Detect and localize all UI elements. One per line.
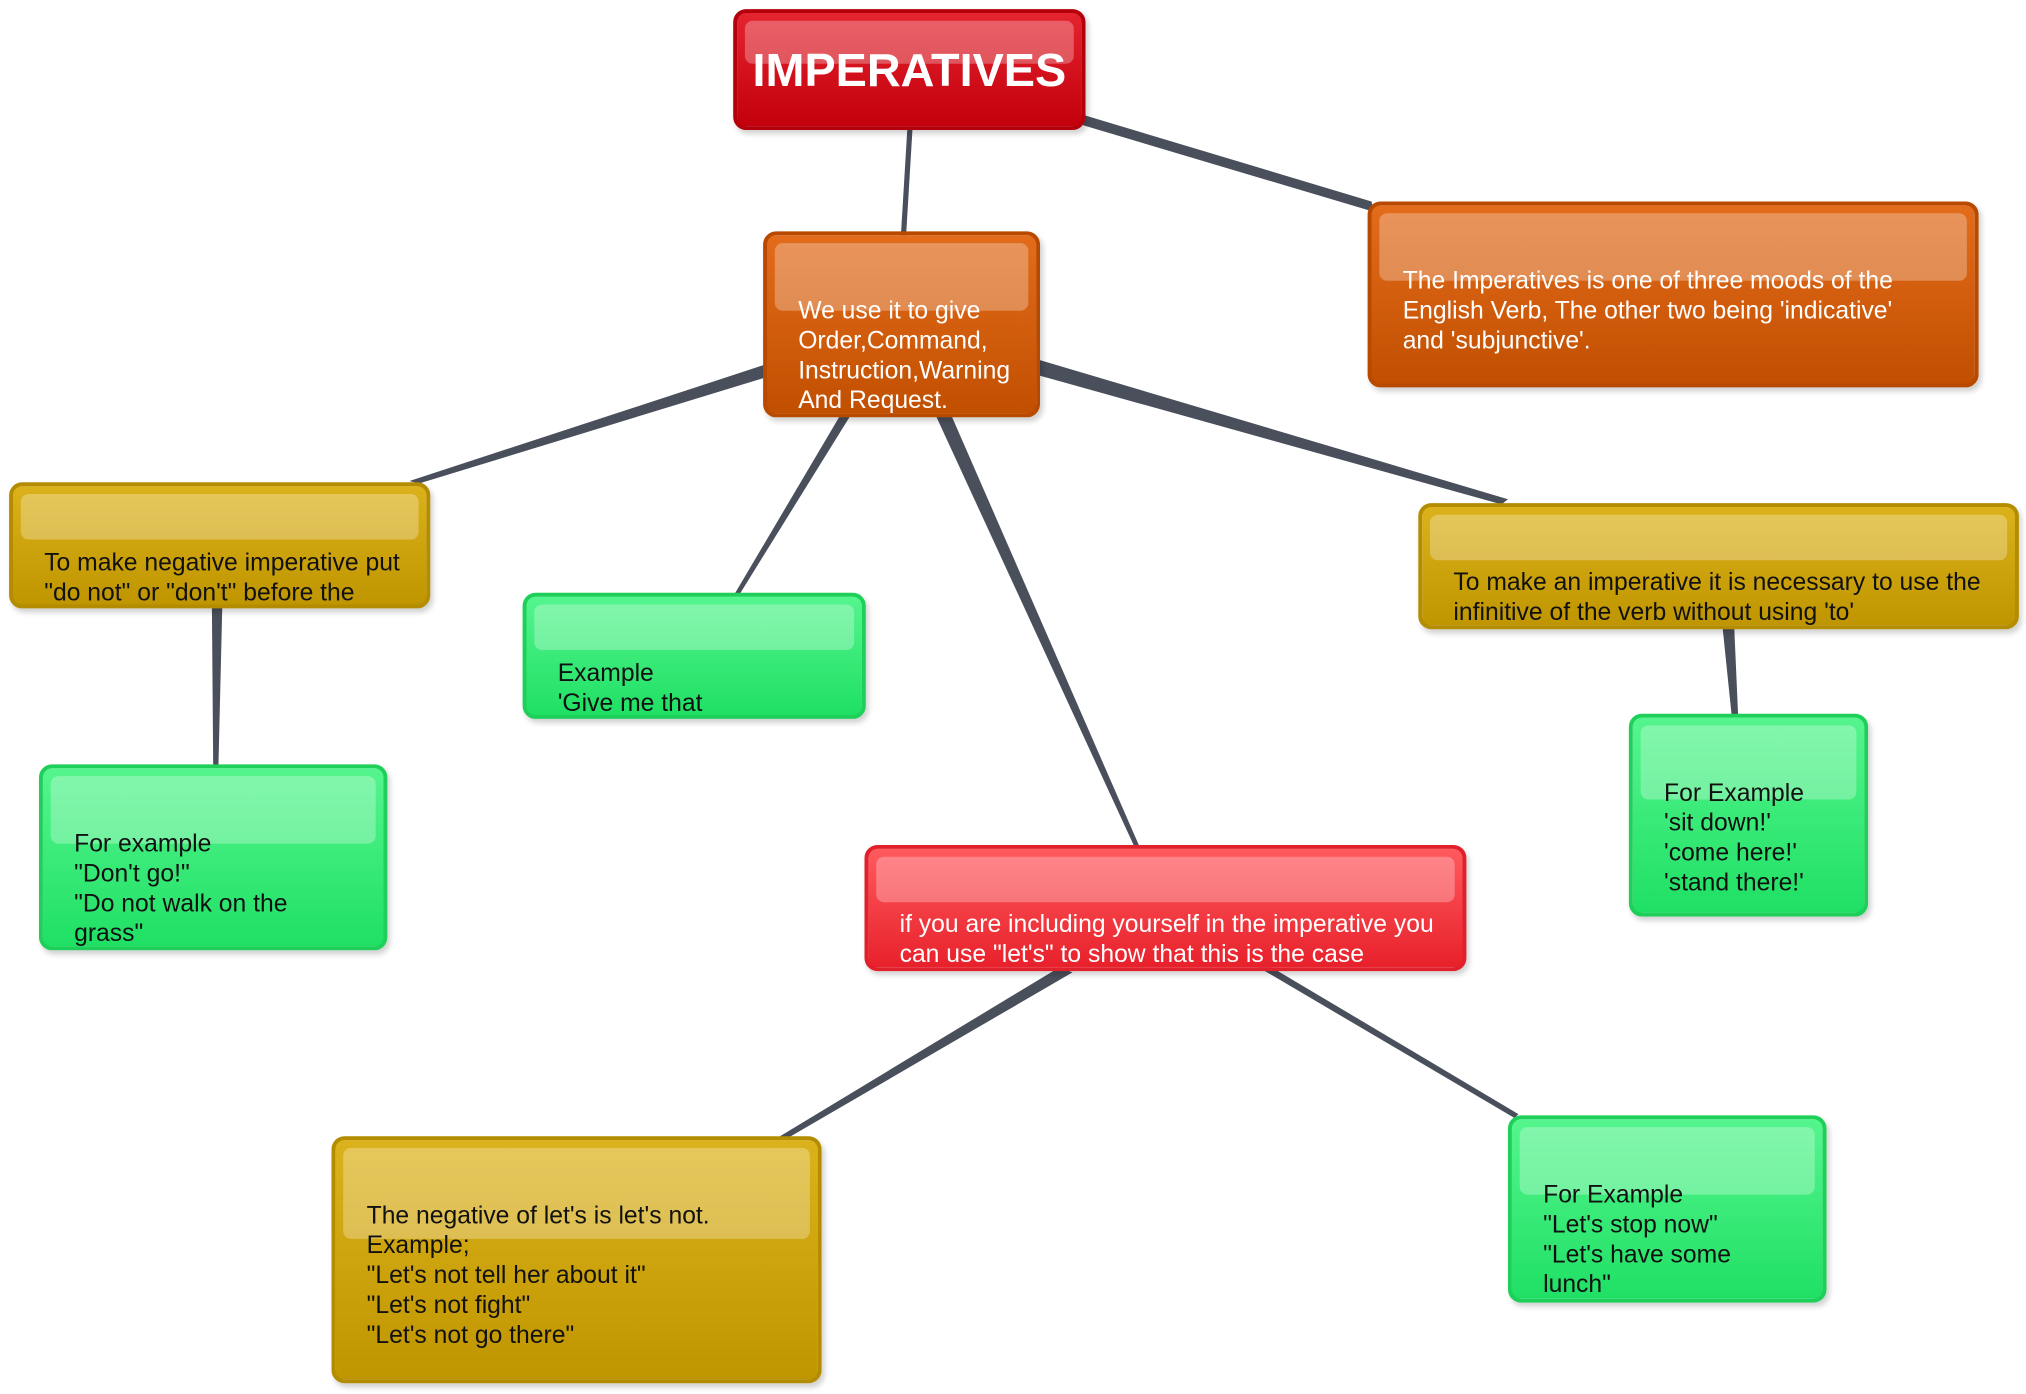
link-infinitive-example-sit [1722,626,1739,715]
node-example-lets-text: For Example "Let's stop now" "Let's have… [1543,1181,1731,1299]
link-negative-example-dont [211,605,223,767]
link-title-usage [900,127,913,236]
link-usage-example-coat [734,416,851,595]
node-example-sit[interactable]: For Example 'sit down!' 'come here!' 'st… [1628,713,1869,917]
node-example-lets[interactable]: For Example "Let's stop now" "Let's have… [1508,1115,1827,1303]
node-usage[interactable]: We use it to give Order,Command, Instruc… [763,231,1040,418]
node-infinitive[interactable]: To make an imperative it is necessary to… [1418,503,2019,630]
link-title-moods [1081,114,1375,212]
title-node[interactable]: IMPERATIVES [733,9,1086,131]
node-lets-text: if you are including yourself in the imp… [899,911,1434,969]
node-moods-text: The Imperatives is one of three moods of… [1402,267,1893,355]
node-example-coat-text: Example 'Give me that coat,please'. [557,660,703,718]
node-negative-text: To make negative imperative put "do not"… [44,549,400,608]
node-infinitive-text: To make an imperative it is necessary to… [1453,569,1981,627]
link-lets-lets-negative [780,967,1073,1139]
node-example-dont[interactable]: For example "Don't go!" "Do not walk on … [39,764,388,951]
node-lets-negative[interactable]: The negative of let's is let's not. Exam… [331,1136,822,1384]
link-usage-infinitive [1040,360,1508,505]
link-lets-example-lets [1258,967,1519,1118]
title-text: IMPERATIVES [752,42,1067,96]
node-moods[interactable]: The Imperatives is one of three moods of… [1367,201,1979,388]
node-lets-negative-text: The negative of let's is let's not. Exam… [366,1202,710,1350]
node-example-dont-text: For example "Don't go!" "Do not walk on … [74,830,288,948]
node-example-sit-text: For Example 'sit down!' 'come here!' 'st… [1664,780,1805,897]
node-usage-text: We use it to give Order,Command, Instruc… [798,297,1011,415]
node-negative[interactable]: To make negative imperative put "do not"… [9,482,431,609]
node-lets[interactable]: if you are including yourself in the imp… [864,844,1467,972]
node-example-coat[interactable]: Example 'Give me that coat,please'. [522,592,866,719]
link-usage-negative [409,364,767,484]
link-usage-lets [935,416,1139,845]
